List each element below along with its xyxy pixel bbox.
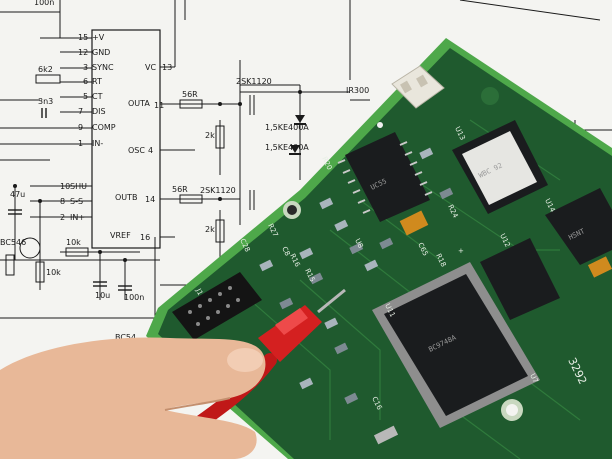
led-indicator — [377, 122, 383, 128]
component-label: 2SK1120 — [236, 77, 272, 86]
pin-number: 16 — [140, 233, 150, 242]
pin-name: +V — [92, 33, 105, 42]
tantalum-capacitor — [399, 210, 429, 236]
mounting-hole-center — [287, 205, 297, 215]
probe — [258, 288, 346, 362]
pin-number: 7 — [78, 107, 83, 116]
pin-name: SYNC — [92, 63, 114, 72]
probe-tip — [317, 288, 346, 314]
component-label: 56R — [172, 185, 188, 194]
pin-name: COMP — [92, 123, 116, 132]
plcc-chip: WBC 92 — [452, 120, 548, 214]
schematic-capacitors — [8, 108, 132, 291]
component-label: 10k — [66, 238, 81, 247]
component-label: 6k2 — [38, 65, 53, 74]
pin-number: 5 — [83, 92, 88, 101]
ic-pin-numbers: 15 12 3 6 5 7 9 1 10 8 2 11 4 14 16 13 — [60, 33, 172, 242]
main-qfp-chip: BC9748A — [372, 262, 540, 428]
pin-name: IN+ — [70, 213, 85, 222]
component-label: 100n — [124, 293, 144, 302]
right-chip: HSNT — [545, 188, 612, 265]
schematic-diodes — [289, 115, 306, 155]
pin-name: RT — [92, 77, 102, 86]
pin-name: GND — [92, 48, 110, 57]
schematic-transistors — [19, 95, 255, 259]
pin-number: 11 — [154, 101, 164, 110]
plus-marking: + — [458, 247, 464, 255]
pin-name: CT — [92, 92, 103, 101]
schematic-resistors — [5, 74, 580, 283]
component-label: 2k — [205, 225, 215, 234]
pin-number: 6 — [83, 77, 88, 86]
component-label: 3n3 — [38, 97, 53, 106]
pin-number: 2 — [60, 213, 65, 222]
pin-number: 14 — [145, 195, 155, 204]
pin-name: DIS — [92, 107, 106, 116]
smd-components — [259, 147, 454, 445]
pin-name: S-S — [70, 197, 83, 206]
white-connector — [391, 65, 445, 109]
mounting-holes — [283, 87, 523, 421]
pin-number: 3 — [83, 63, 88, 72]
pin-number: 13 — [162, 63, 172, 72]
component-label: 2SK1120 — [200, 186, 236, 195]
pin-name: OUTB — [115, 193, 138, 202]
component-label: BC54 — [115, 333, 136, 342]
component-label: 1,5KE400A — [265, 143, 309, 152]
mounting-hole-center — [506, 404, 518, 416]
component-label: 1,5KE400A — [265, 123, 309, 132]
pin-header — [172, 272, 262, 340]
pin-name: SHU — [70, 182, 87, 191]
soic-chip: UC55 — [337, 132, 433, 222]
silkscreen-label: C8 — [280, 245, 291, 257]
mounting-hole — [481, 87, 499, 105]
pin-name: OUTA — [128, 99, 150, 108]
middle-chip — [480, 238, 560, 320]
pin-number: 8 — [60, 197, 65, 206]
component-label: IR300 — [346, 86, 369, 95]
component-label: 47u — [10, 190, 25, 199]
pin-number: 12 — [78, 48, 88, 57]
component-label: 10k — [46, 268, 61, 277]
pin-number: 10 — [60, 182, 70, 191]
silkscreen-labels: U13 U8 U14 U12 U11 U7 R20 C28 R27 R16 R1… — [194, 125, 589, 411]
schematic-junctions — [13, 90, 302, 262]
component-label: 56R — [182, 90, 198, 99]
silkscreen-label: U8 — [353, 237, 364, 249]
pin-name: IN- — [92, 139, 103, 148]
silkscreen-label: J1 — [194, 286, 204, 296]
fingernail — [227, 348, 263, 372]
component-label: 2k — [205, 131, 215, 140]
pin-name: OSC — [128, 146, 145, 155]
component-label: 10u — [95, 291, 110, 300]
hand-with-probe — [0, 288, 346, 459]
hand — [0, 337, 266, 459]
ic-body — [91, 29, 161, 249]
ic-pin-names: +V GND SYNC RT CT DIS COMP IN- SHU S-S I… — [70, 33, 156, 240]
tantalum-capacitor — [587, 256, 612, 278]
pin-number: 1 — [78, 139, 83, 148]
finger-crease — [164, 397, 231, 411]
pin-number: 15 — [78, 33, 88, 42]
silkscreen-label: U7 — [528, 372, 539, 384]
pin-number: 9 — [78, 123, 83, 132]
component-label: BC546 — [0, 238, 26, 247]
component-label: 100n — [34, 0, 54, 7]
pin-number: 4 — [148, 146, 153, 155]
pin-name: VREF — [110, 231, 131, 240]
pin-name: VC — [145, 63, 156, 72]
